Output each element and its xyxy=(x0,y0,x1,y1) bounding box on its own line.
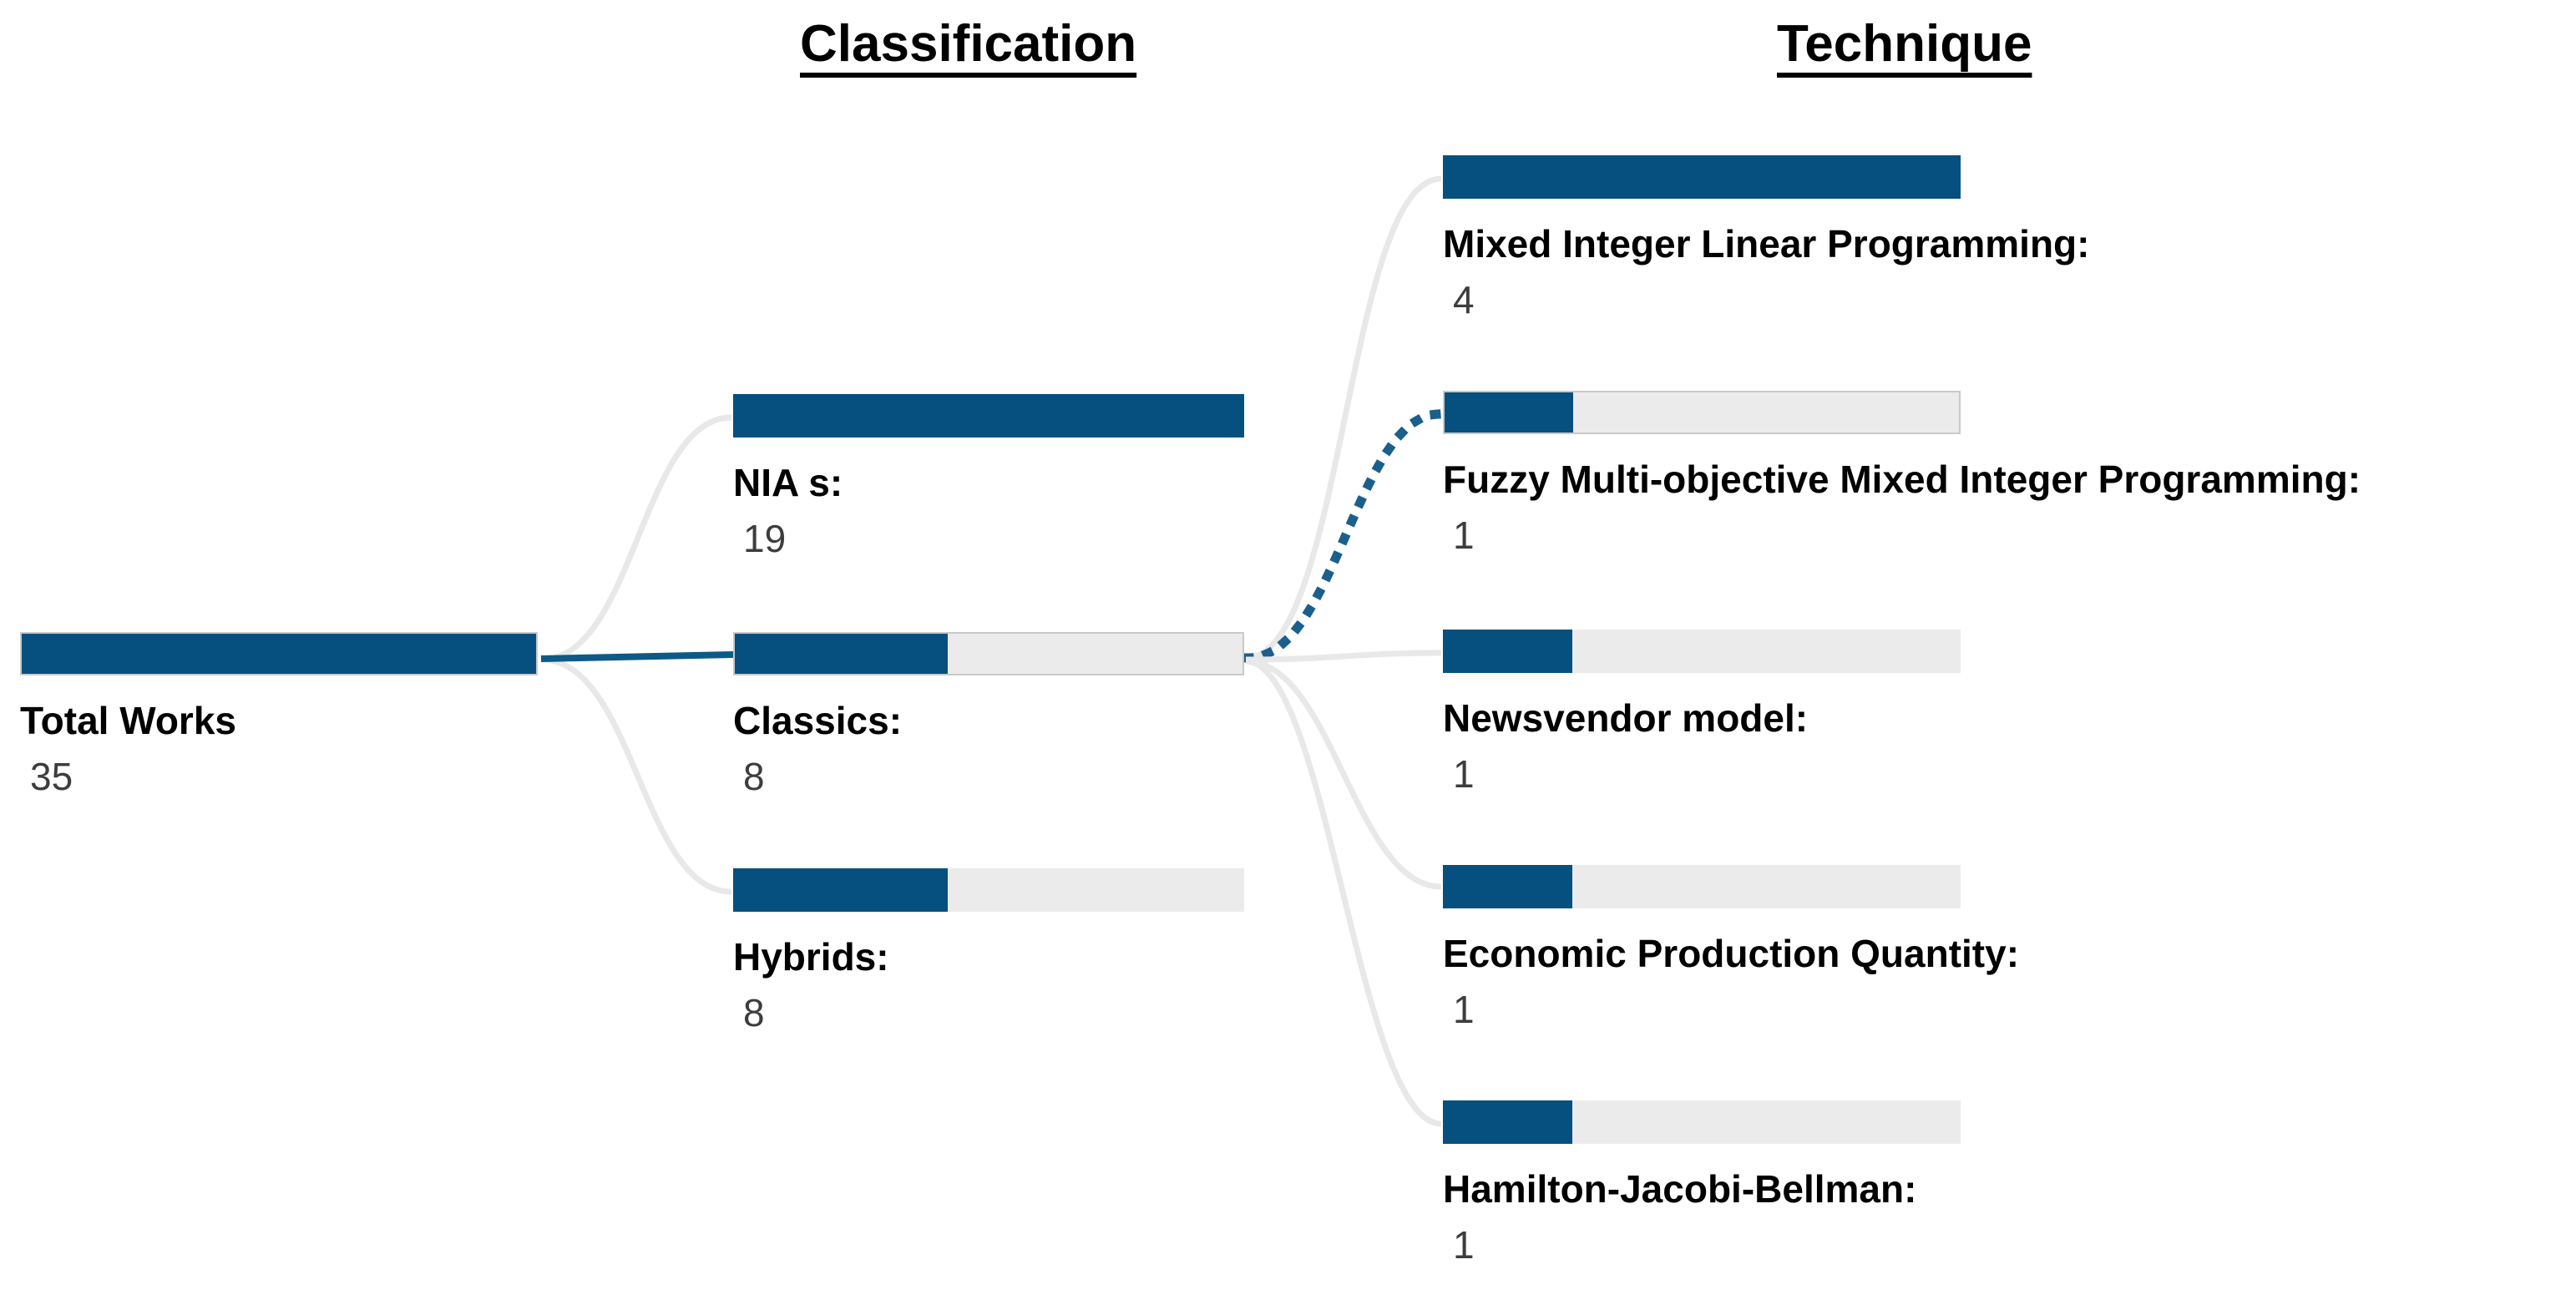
node-label-nia: NIA s: xyxy=(733,461,843,504)
node-fuzzy-multi-objective-mixed-integer-programming[interactable]: Fuzzy Multi-objective Mixed Integer Prog… xyxy=(1443,391,2361,558)
node-value-epq: 1 xyxy=(1453,988,1475,1032)
node-mixed-integer-linear-programming[interactable]: Mixed Integer Linear Programming: 4 xyxy=(1443,155,2090,322)
node-value-newsvendor: 1 xyxy=(1453,752,1475,797)
link-classics-to-newsvendor xyxy=(1245,650,1442,663)
bar-total-works[interactable] xyxy=(20,632,538,675)
bar-fill-newsvendor xyxy=(1443,630,1572,673)
node-newsvendor-model[interactable]: Newsvendor model: 1 xyxy=(1443,630,1961,793)
bar-fill-nia xyxy=(733,394,1244,438)
link-total-to-classics xyxy=(540,651,734,662)
node-value-classics: 8 xyxy=(743,755,765,799)
node-value-hybrids: 8 xyxy=(743,991,765,1035)
node-label-classics: Classics: xyxy=(733,699,903,742)
column-header-classification: Classification xyxy=(800,15,1137,73)
node-hybrids[interactable]: Hybrids: 8 xyxy=(733,868,1244,1032)
node-value-milp: 4 xyxy=(1453,278,1475,322)
bar-fill-milp xyxy=(1443,155,1961,199)
node-value-hjb: 1 xyxy=(1453,1223,1475,1267)
link-classics-to-hjb xyxy=(1245,658,1442,1127)
node-hamilton-jacobi-bellman[interactable]: Hamilton-Jacobi-Bellman: 1 xyxy=(1443,1100,1961,1264)
bar-epq[interactable] xyxy=(1443,865,1961,908)
bar-fill-hjb xyxy=(1443,1100,1572,1144)
link-total-to-hybrids xyxy=(540,656,732,895)
node-economic-production-quantity[interactable]: Economic Production Quantity: 1 xyxy=(1443,865,2020,1032)
bar-fmoip[interactable] xyxy=(1443,391,1961,434)
bar-classics[interactable] xyxy=(733,632,1244,675)
bar-fill-epq xyxy=(1443,865,1572,908)
link-total-to-nia xyxy=(540,414,732,663)
node-value-fmoip: 1 xyxy=(1453,513,1475,558)
bar-fill-classics xyxy=(735,634,949,674)
column-header-technique: Technique xyxy=(1777,15,2032,73)
bar-fill-total-works xyxy=(22,634,536,674)
bar-fill-fmoip xyxy=(1445,392,1573,432)
node-label-hjb: Hamilton-Jacobi-Bellman: xyxy=(1443,1167,1917,1211)
node-label-fmoip: Fuzzy Multi-objective Mixed Integer Prog… xyxy=(1443,458,2361,501)
node-value-nia: 19 xyxy=(743,517,787,561)
link-classics-to-fmoip xyxy=(1242,409,1445,663)
bar-hybrids[interactable] xyxy=(733,868,1244,912)
bar-nia[interactable] xyxy=(733,394,1244,438)
node-nia[interactable]: NIA s: 19 xyxy=(733,394,1244,558)
node-label-newsvendor: Newsvendor model: xyxy=(1443,696,1809,740)
link-classics-to-milp xyxy=(1245,175,1442,661)
bar-fill-hybrids xyxy=(733,868,949,912)
node-label-hybrids: Hybrids: xyxy=(733,935,889,979)
node-classics[interactable]: Classics: 8 xyxy=(733,632,1244,796)
bar-milp[interactable] xyxy=(1443,155,1961,199)
bar-newsvendor[interactable] xyxy=(1443,630,1961,673)
link-classics-to-epq xyxy=(1245,658,1442,890)
bar-hjb[interactable] xyxy=(1443,1100,1961,1144)
node-label-epq: Economic Production Quantity: xyxy=(1443,932,2020,975)
node-value-total-works: 35 xyxy=(30,755,73,799)
node-total-works[interactable]: Total Works 35 xyxy=(20,632,538,796)
node-label-milp: Mixed Integer Linear Programming: xyxy=(1443,222,2090,266)
node-label-total-works: Total Works xyxy=(20,699,236,742)
